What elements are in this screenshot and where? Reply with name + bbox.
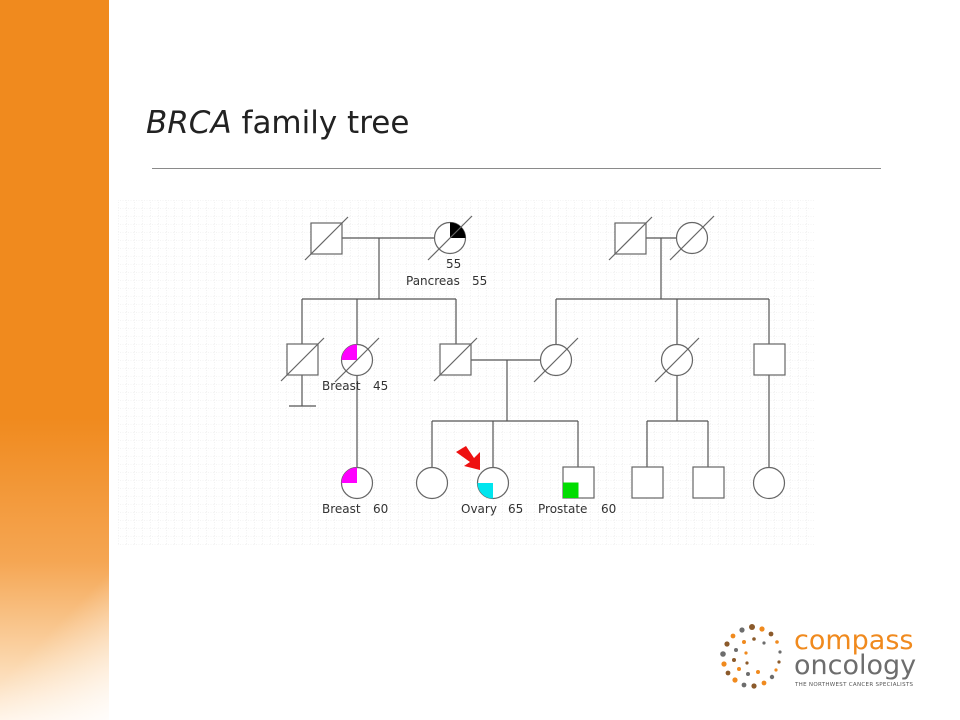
logo-word-compass: compass (794, 625, 914, 656)
pedigree-diagram: 55 Pancreas 55 Breast 45 Breast 60 Ovary… (118, 200, 814, 546)
title-divider (152, 168, 881, 169)
gen2-uncle-right (753, 343, 786, 376)
deceased-slash (334, 337, 380, 383)
deceased-slash (433, 337, 478, 382)
deceased-slash (669, 215, 715, 261)
deceased-slash (280, 337, 325, 382)
gen3-cousin-right-1 (631, 466, 664, 499)
gen3-cousin-age: 60 (373, 502, 388, 516)
gen3-proband-age: 65 (508, 502, 523, 516)
compass-oncology-logo: compass oncology THE NORTHWEST CANCER SP… (716, 622, 926, 692)
gen2-aunt-age: 45 (373, 379, 388, 393)
connector-lines (289, 237, 770, 467)
gen3-brother-age: 60 (601, 502, 616, 516)
sidebar-fade (0, 560, 109, 720)
gen1-grandmother-cancer-age: 55 (472, 274, 487, 288)
deceased-slash (427, 215, 473, 261)
gen3-cousin-cancer: Breast (322, 502, 361, 516)
title-rest: family tree (231, 105, 410, 141)
gen3-proband-cancer: Ovary (461, 502, 497, 516)
prostate-quadrant (563, 482, 579, 498)
logo-tagline: THE NORTHWEST CANCER SPECIALISTS (795, 682, 914, 688)
proband-arrow-icon (456, 446, 480, 470)
gen3-cousin-right-2 (692, 466, 725, 499)
compass-dots-icon (720, 624, 782, 689)
deceased-slash (654, 337, 700, 383)
deceased-slash (533, 337, 579, 383)
gen3-cousin-right-3 (752, 466, 786, 500)
slide-title: BRCA family tree (146, 105, 409, 141)
logo-word-oncology: oncology (794, 650, 917, 681)
breast-quadrant (341, 467, 357, 483)
gen3-brother-cancer: Prostate (538, 502, 587, 516)
gen1-grandmother-age: 55 (446, 257, 461, 271)
gen3-sister (415, 466, 449, 500)
gen2-aunt-cancer: Breast (322, 379, 361, 393)
deceased-slash (304, 216, 349, 261)
breast-quadrant (341, 344, 357, 360)
ovary-quadrant (477, 483, 493, 499)
title-italic: BRCA (146, 105, 232, 141)
deceased-slash (608, 216, 653, 261)
gen1-grandmother-cancer: Pancreas (406, 274, 460, 288)
